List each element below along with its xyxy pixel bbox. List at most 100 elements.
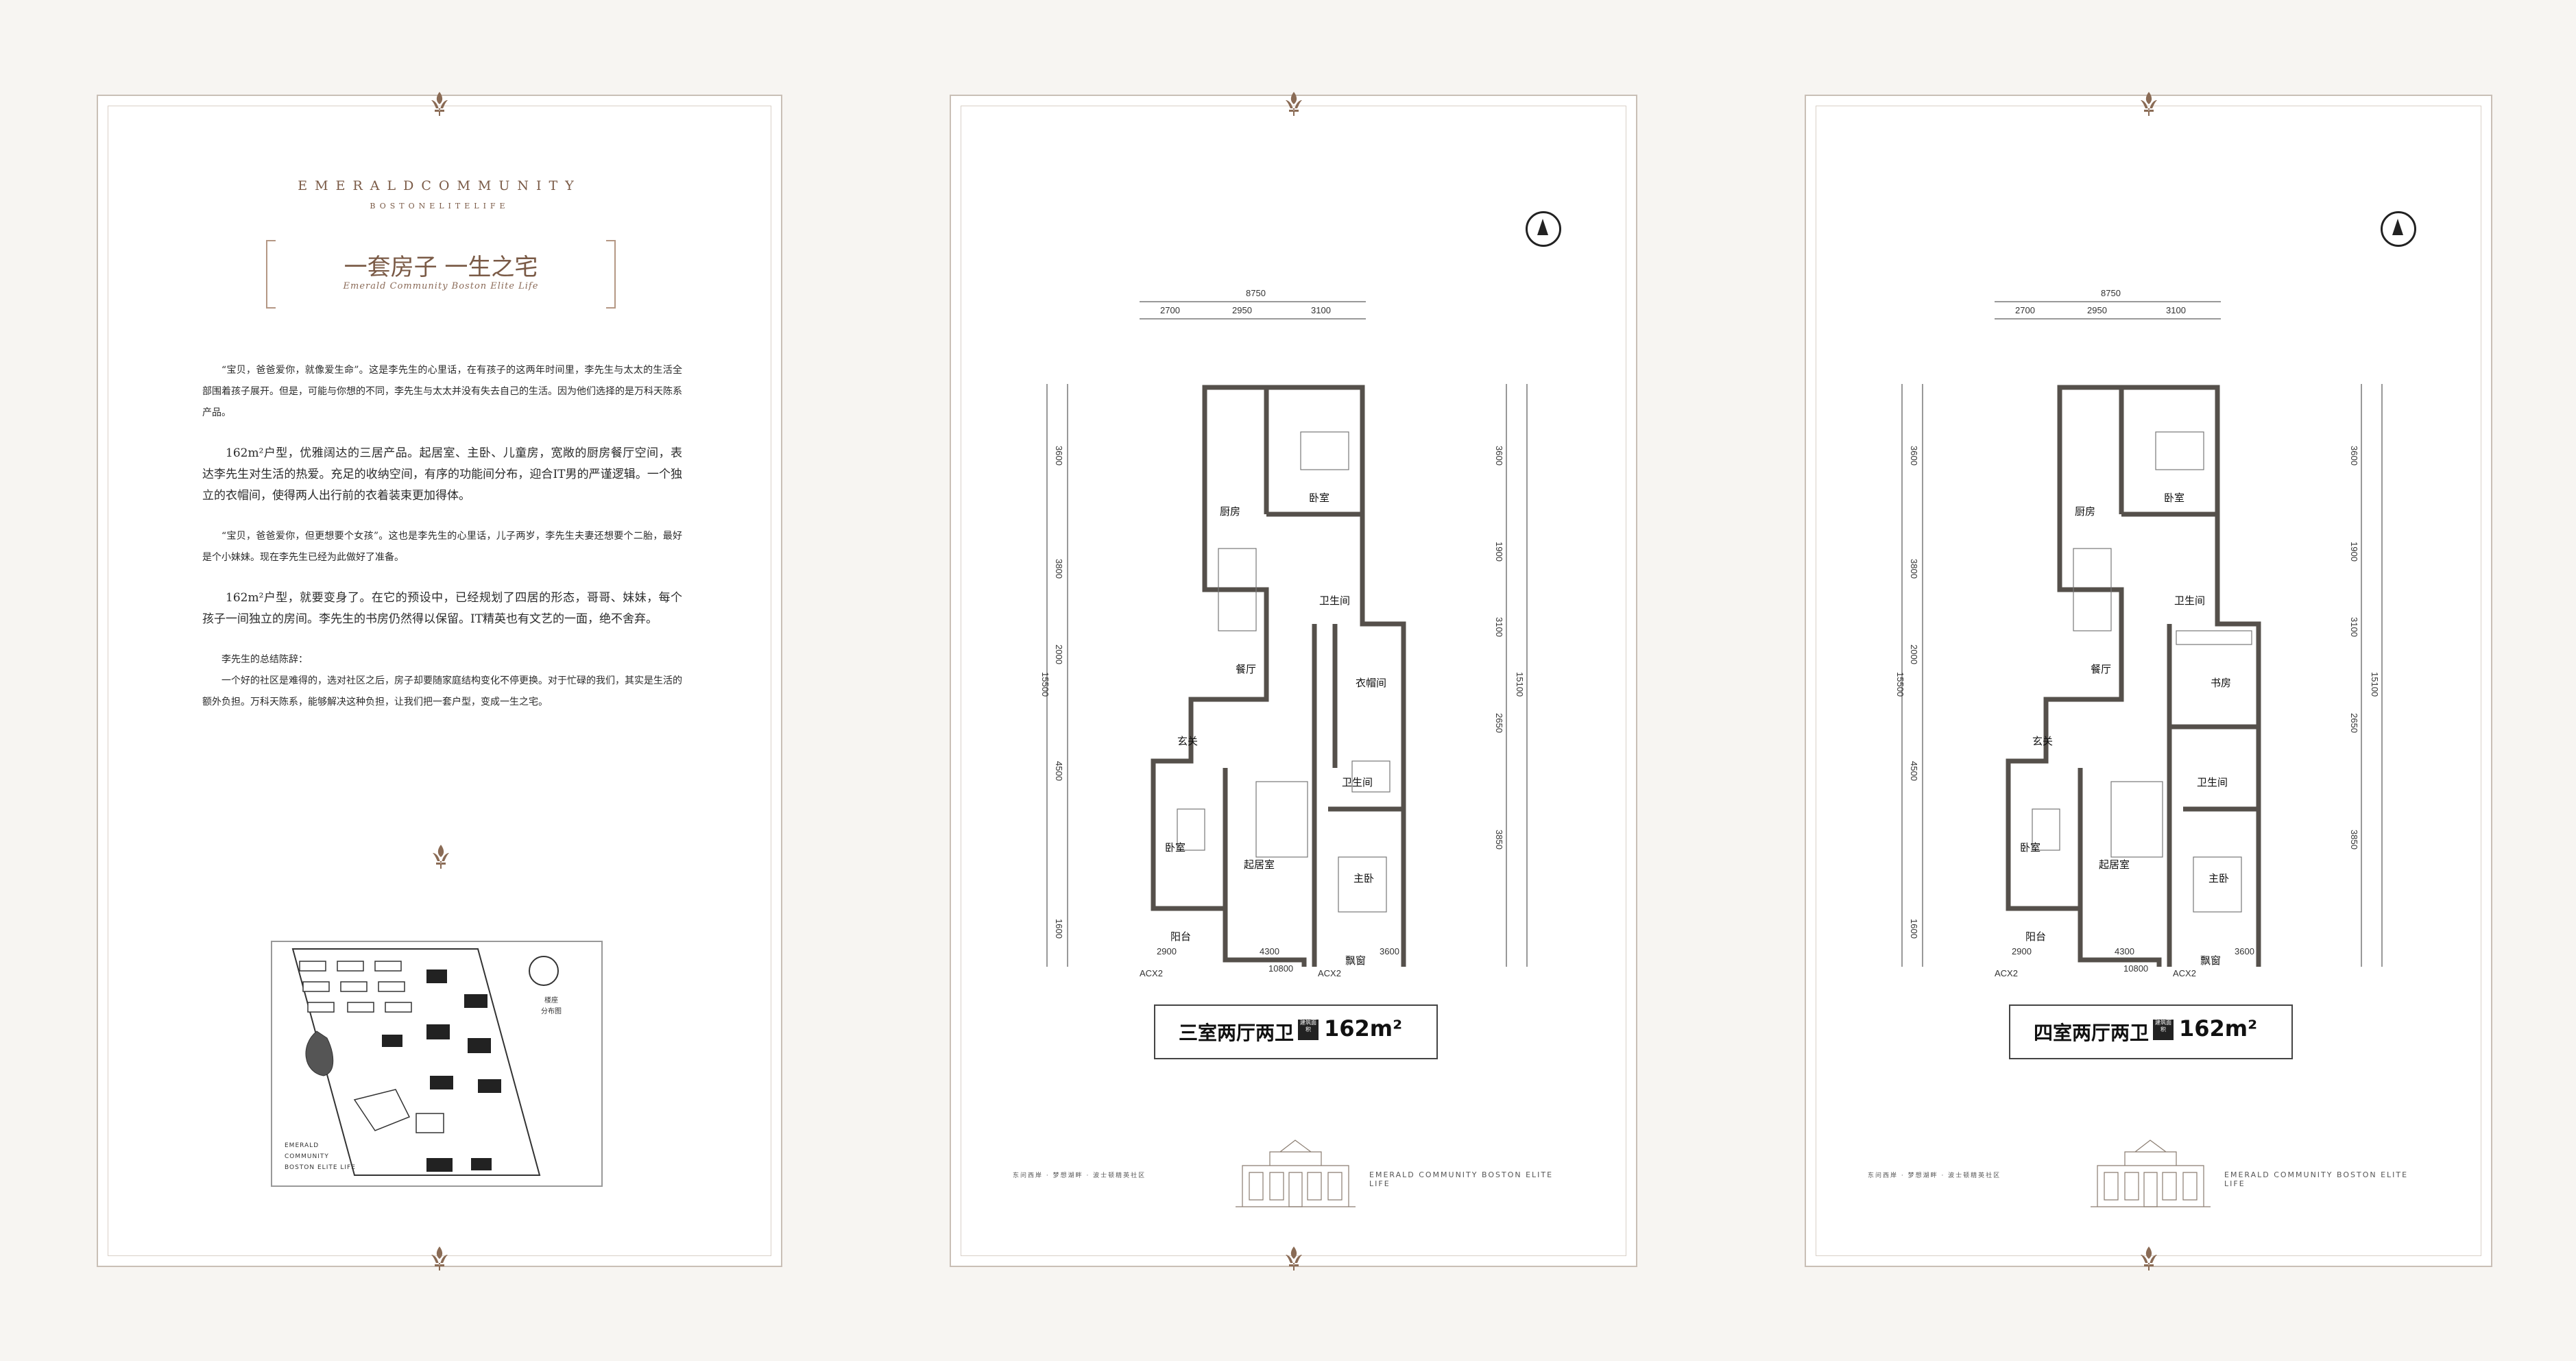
dim-right-total: 15100 <box>2370 672 2380 697</box>
room-label: 卧室 <box>2020 841 2041 854</box>
footer-english: EMERALD COMMUNITY BOSTON ELITE LIFE <box>1369 1170 1554 1188</box>
ac-label: ACX2 <box>2173 968 2196 978</box>
dim-left-total: 15500 <box>1895 672 1905 697</box>
room-label: 卧室 <box>1309 492 1330 504</box>
dim-bottom-seg: 3600 <box>1380 946 1399 956</box>
paragraph: “宝贝，爸爸爱你，就像爱生命”。这是李先生的心里话，在有孩子的这两年时间里，李先… <box>202 365 682 418</box>
room-label: 玄关 <box>1177 735 1199 747</box>
unit-type-name: 三室两厅两卫 <box>1179 1022 1295 1044</box>
floor-plan: 8750 2700 2950 3100 15500 3600 3800 2000… <box>1895 288 2389 978</box>
ac-label: ACX2 <box>1318 968 1341 978</box>
room-label: 主卧 <box>2208 872 2230 884</box>
dim-right-seg: 1900 <box>1494 542 1504 562</box>
room-label: 飘窗 <box>2200 954 2222 967</box>
room-label: 卫生间 <box>2174 594 2206 607</box>
room-label: 飘窗 <box>1345 954 1367 967</box>
dim-left-seg: 2000 <box>1909 645 1919 664</box>
caption-line: EMERALD <box>285 1142 320 1149</box>
room-label: 卫生间 <box>1342 776 1373 788</box>
floor-plan-drawing <box>1046 301 1528 967</box>
legend-line: 楼座 <box>544 997 558 1004</box>
footer-slogan: 东问西岸 · 梦想湖畔 · 波士顿精英社区 <box>1013 1172 1146 1179</box>
dim-left-seg: 1600 <box>1054 919 1064 939</box>
site-map: 楼座 分布图 EMERALD COMMUNITY BOSTON ELITE LI… <box>271 941 603 1187</box>
brand-line-1: EMERALDCOMMUNITY <box>298 178 581 193</box>
site-map-legend: 楼座 分布图 <box>541 996 562 1017</box>
dim-bottom-total: 10800 <box>2123 963 2149 974</box>
room-label: 卫生间 <box>2197 776 2228 788</box>
fleur-de-lis-icon <box>2140 1246 2157 1270</box>
dim-right-seg: 2650 <box>2349 713 2359 733</box>
unit-type-tag: 四室两厅两卫 建筑面积 162m² <box>2009 1004 2293 1059</box>
unit-area: 162m² <box>2179 1015 2258 1041</box>
site-map-caption: EMERALD COMMUNITY BOSTON ELITE LIFE <box>285 1140 356 1173</box>
paragraph: “宝贝，爸爸爱你，但更想要个女孩”。这也是李先生的心里话，儿子两岁，李先生夫妻还… <box>202 531 682 563</box>
unit-area: 162m² <box>1324 1015 1403 1041</box>
dim-left-seg: 4500 <box>1054 761 1064 781</box>
caption-line: BOSTON ELITE LIFE <box>285 1164 356 1171</box>
room-label: 餐厅 <box>1236 663 1257 675</box>
dim-right-seg: 3600 <box>1494 446 1504 466</box>
dim-right-seg: 3600 <box>2349 446 2359 466</box>
page-subtitle: Emerald Community Boston Elite Life <box>343 281 539 291</box>
building-illustration <box>2091 1140 2211 1207</box>
dim-right-total: 15100 <box>1515 672 1525 697</box>
dim-top-seg: 2700 <box>1160 305 1180 315</box>
room-label: 书房 <box>2211 677 2232 689</box>
brand-heading: EMERALDCOMMUNITY BOSTONELITELIFE <box>98 178 781 210</box>
footer-band: 东问西岸 · 梦想湖畔 · 波士顿精英社区 EMERALD COMMUNITY … <box>1013 1135 1574 1210</box>
bracket-right <box>606 240 616 309</box>
north-compass-icon <box>1526 211 1561 247</box>
dim-left-seg: 2000 <box>1054 645 1064 664</box>
room-label: 主卧 <box>1353 872 1375 884</box>
footer-band: 东问西岸 · 梦想湖畔 · 波士顿精英社区 EMERALD COMMUNITY … <box>1868 1135 2429 1210</box>
unit-type-tag: 三室两厅两卫 建筑面积 162m² <box>1154 1004 1438 1059</box>
dim-right-seg: 3850 <box>1494 830 1504 850</box>
site-plan-drawing <box>291 948 541 1176</box>
brand-line-2: BOSTONELITELIFE <box>370 202 509 210</box>
dim-left-seg: 1600 <box>1909 919 1919 939</box>
fleur-de-lis-icon <box>1285 92 1302 116</box>
north-compass-icon <box>529 956 559 986</box>
dim-right-seg: 1900 <box>2349 542 2359 562</box>
building-illustration <box>1236 1140 1356 1207</box>
summary-text: 一个好的社区是难得的，选对社区之后，房子却要随家庭结构变化不停更换。对于忙碌的我… <box>202 675 682 708</box>
dim-bottom-seg: 3600 <box>2235 946 2254 956</box>
room-label: 厨房 <box>2075 505 2096 518</box>
dim-bottom-seg: 4300 <box>2115 946 2134 956</box>
fleur-de-lis-icon <box>2140 92 2157 116</box>
room-label: 卫生间 <box>1319 594 1351 607</box>
ac-label: ACX2 <box>1995 968 2018 978</box>
north-compass-icon <box>2381 211 2416 247</box>
fleur-de-lis-icon <box>431 92 448 116</box>
dim-bottom-seg: 4300 <box>1260 946 1279 956</box>
caption-line: COMMUNITY <box>285 1153 329 1160</box>
floor-plan: 8750 2700 2950 3100 15500 3600 3800 2000… <box>1040 288 1534 978</box>
dim-top-seg: 3100 <box>2166 305 2186 315</box>
room-label: 卧室 <box>1165 841 1186 854</box>
bracket-left <box>266 240 276 309</box>
dim-right-seg: 3100 <box>2349 617 2359 637</box>
room-label: 衣帽间 <box>1356 677 1387 689</box>
fleur-de-lis-icon <box>1285 1246 1302 1270</box>
dim-left-seg: 3800 <box>1909 559 1919 579</box>
room-label: 阳台 <box>2025 930 2047 943</box>
intro-panel: EMERALDCOMMUNITY BOSTONELITELIFE 一套房子 一生… <box>97 92 782 1270</box>
dim-right-seg: 3100 <box>1494 617 1504 637</box>
floor-plan-drawing <box>1901 301 2383 967</box>
story-text: “宝贝，爸爸爱你，就像爱生命”。这是李先生的心里话，在有孩子的这两年时间里，李先… <box>202 360 682 713</box>
footer-english: EMERALD COMMUNITY BOSTON ELITE LIFE <box>2224 1170 2409 1188</box>
dim-left-seg: 4500 <box>1909 761 1919 781</box>
title-box: 一套房子 一生之宅 Emerald Community Boston Elite… <box>266 240 616 309</box>
room-label: 阳台 <box>1170 930 1192 943</box>
room-label: 起居室 <box>1244 858 1275 871</box>
dim-top-seg: 2950 <box>2087 305 2107 315</box>
dim-top-seg: 2700 <box>2015 305 2035 315</box>
dim-left-seg: 3600 <box>1054 446 1064 466</box>
area-key: 建筑面积 <box>2153 1020 2174 1040</box>
dim-bottom-seg: 2900 <box>1157 946 1177 956</box>
dim-right-seg: 2650 <box>1494 713 1504 733</box>
room-label: 厨房 <box>1220 505 1241 518</box>
dim-top-seg: 2950 <box>1232 305 1252 315</box>
room-label: 玄关 <box>2032 735 2054 747</box>
